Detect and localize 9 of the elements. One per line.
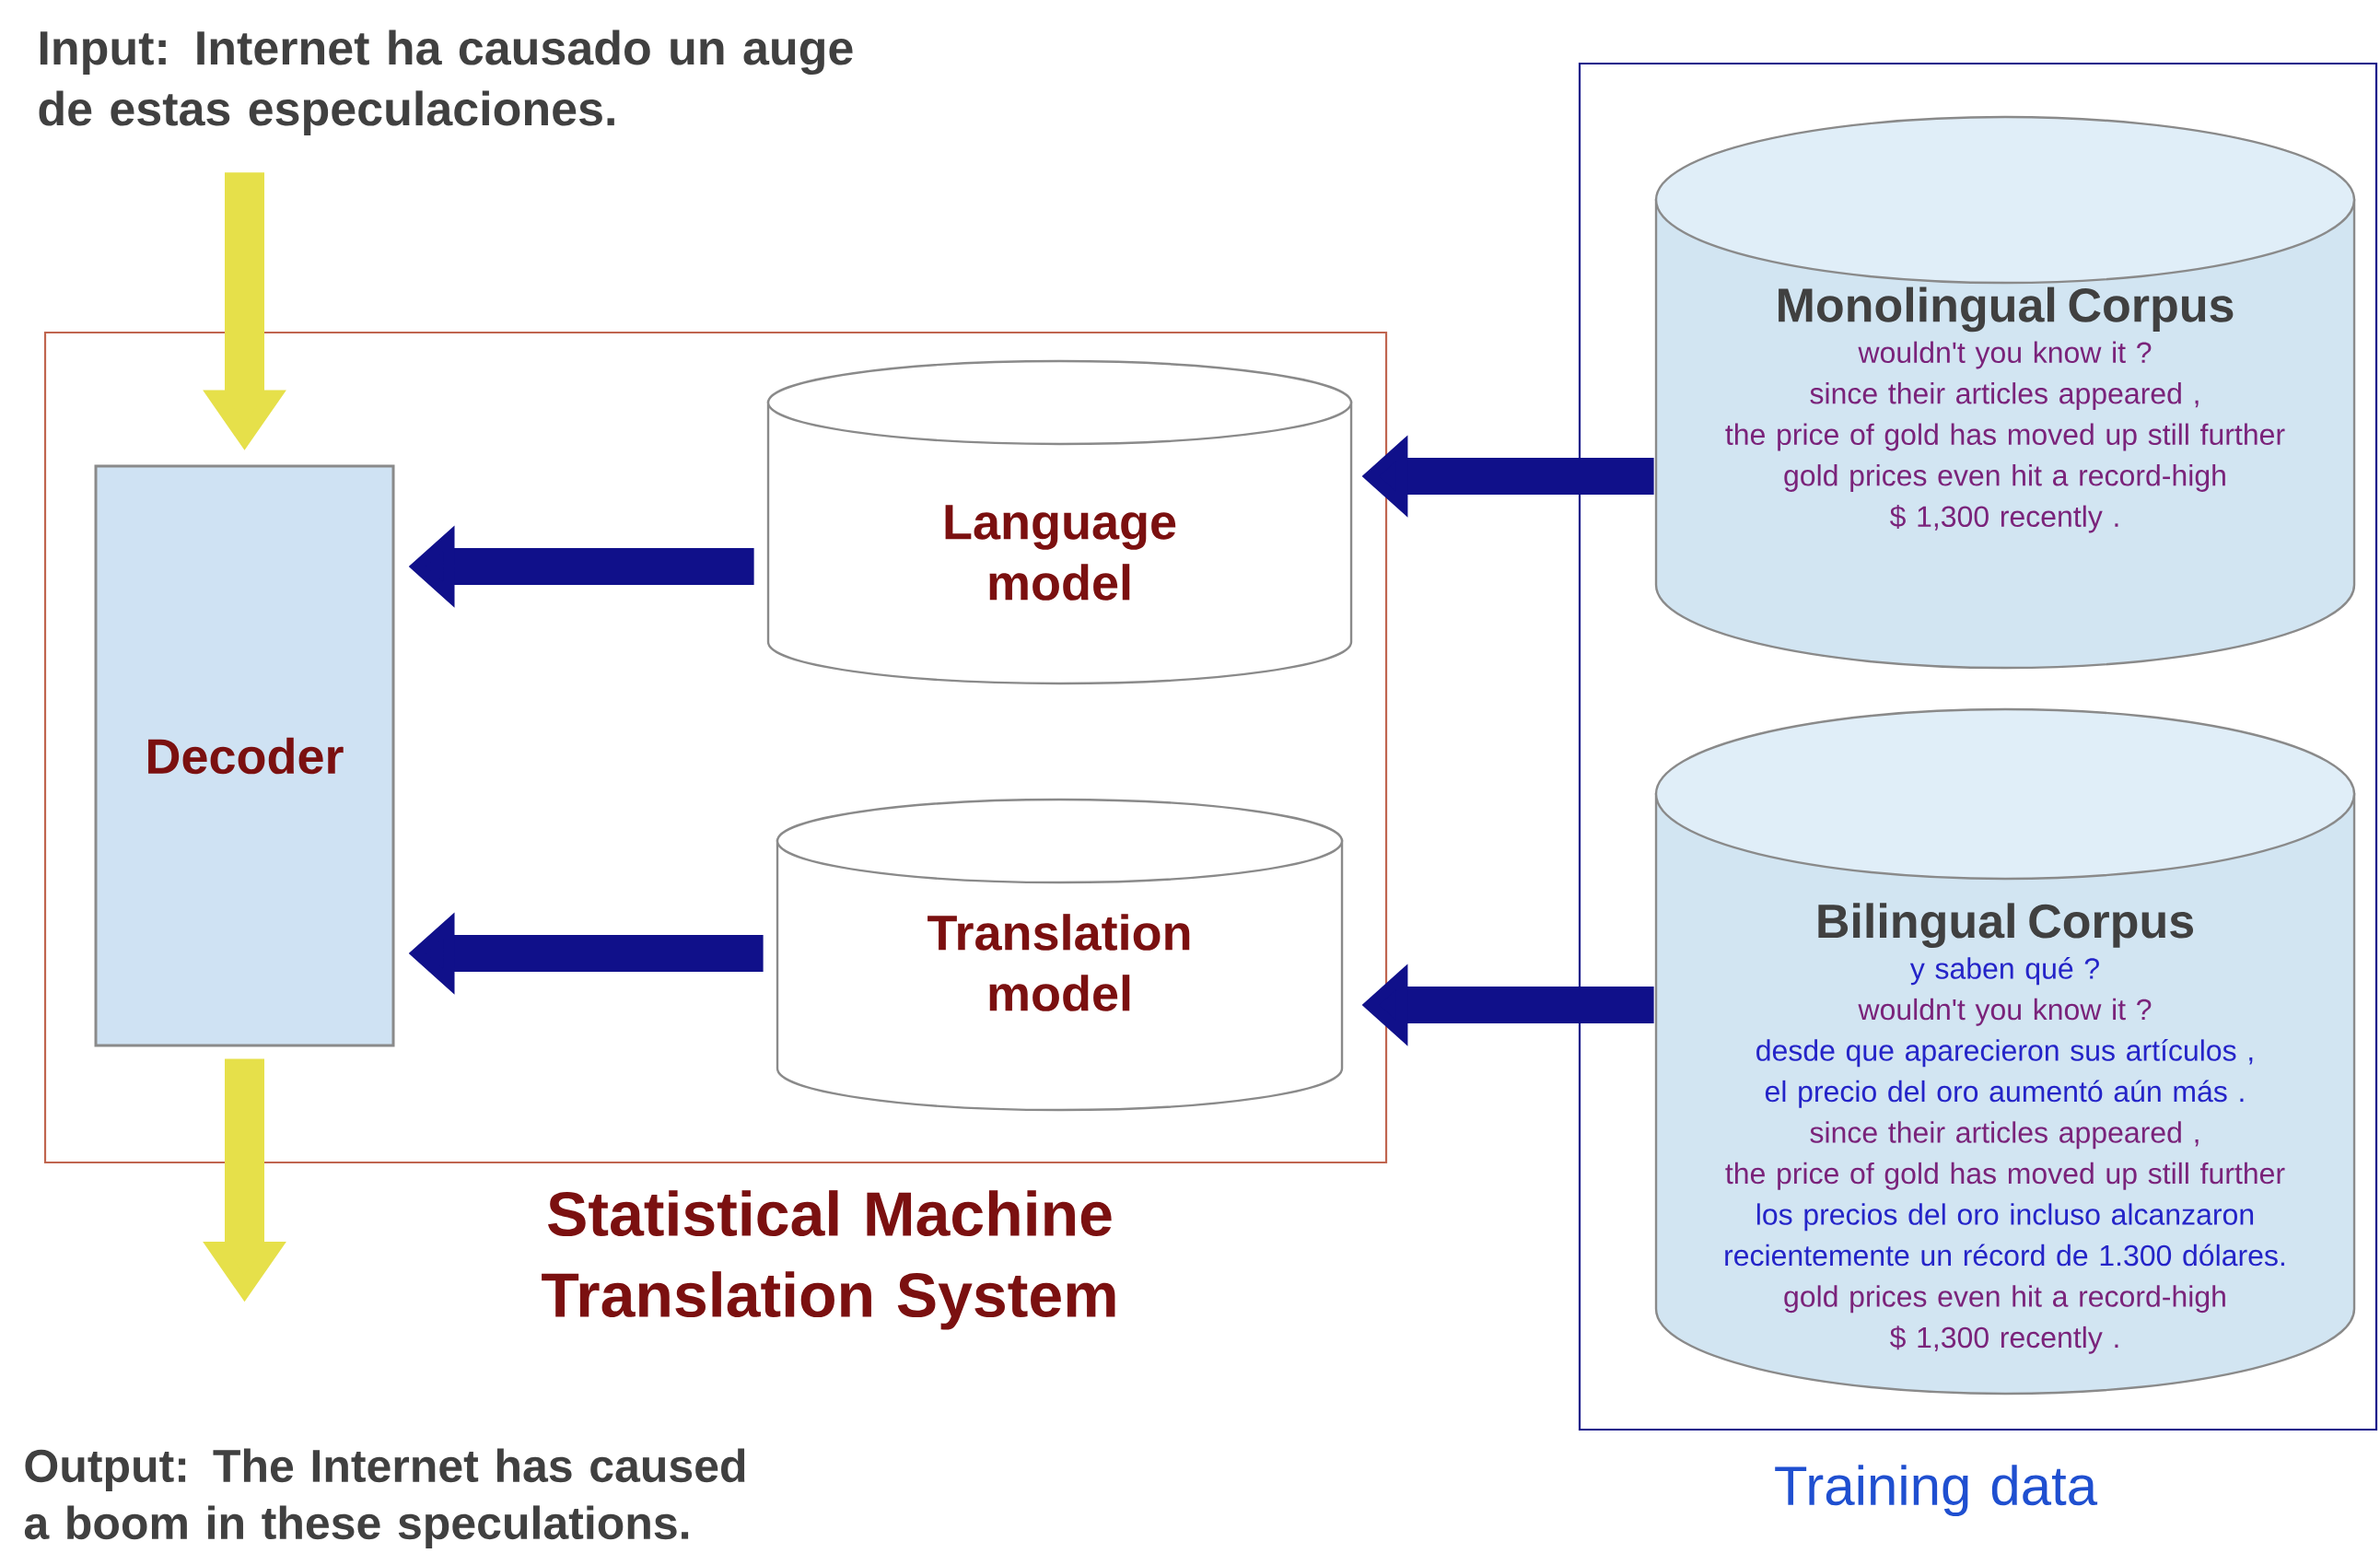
- node-label: Statistical Machine Translation System: [542, 1190, 1115, 1330]
- model-cylinder: Translation model: [776, 798, 1344, 1112]
- input-text: Input: Internet ha causado un auge de estas especulaciones.: [39, 29, 853, 135]
- corpus-cylinder: Bilingual Corpus y saben qué ? wouldn't you know it ? desde que aparecieron sus artículos , el precio del oro aumentó aún más . since their articles appeared , the price of gold has moved up still further los precios del oro incluso alcanzaron recientemente un récord de 1.300 dólares. gold prices even hit a record-high $ 1,300 recently .: [1654, 707, 2356, 1396]
- node-label: Training data: [1775, 1465, 2098, 1517]
- output-text: Output: The Internet has caused a boom in these speculations.: [24, 1448, 745, 1549]
- model-cylinder: Language model: [766, 359, 1353, 685]
- corpus-cylinder: Monolingual Corpus wouldn't you know it ? since their articles appeared , the price of gold has moved up still further gold prices even hit a record-high $ 1,300 recently .: [1654, 115, 2356, 670]
- decoder-box: Decoder: [94, 464, 395, 1047]
